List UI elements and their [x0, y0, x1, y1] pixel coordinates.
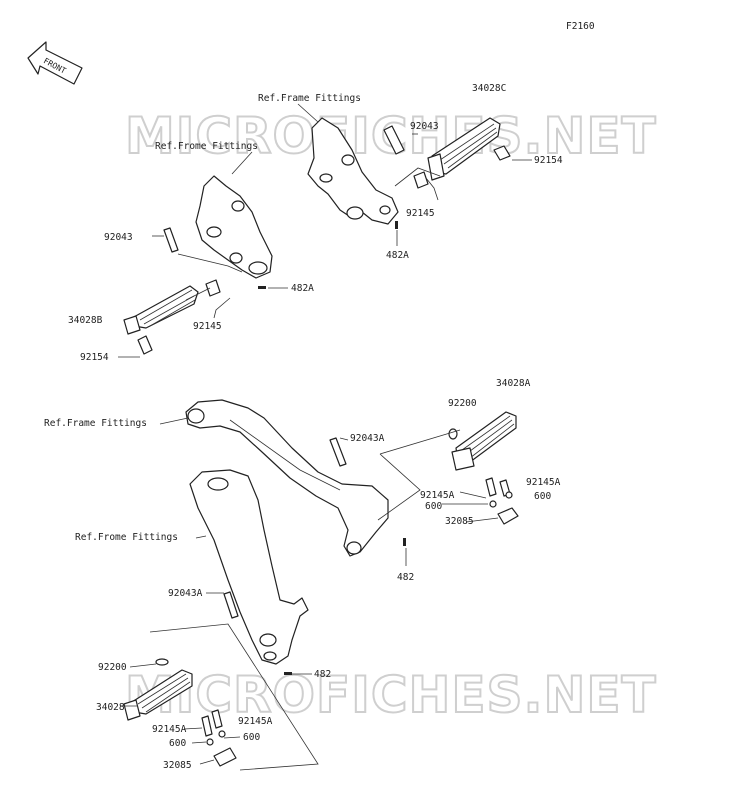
washer-92200-bottom — [155, 658, 169, 666]
label-92145A-bottom-2: 92145A — [238, 716, 273, 727]
label-92043A-right: 92043A — [350, 433, 385, 444]
label-600-right-2: 600 — [534, 491, 551, 502]
cotter-482A-top — [395, 221, 398, 229]
pin-92043-top — [383, 125, 405, 155]
ref-frome-fittings-bottom: Ref.Frome Fittings — [75, 532, 178, 543]
pin-92043A-bottom — [223, 591, 239, 619]
label-92145A-bottom-1: 92145A — [152, 724, 187, 735]
left-passenger-footpeg-34028 — [123, 669, 193, 721]
label-34028A: 34028A — [496, 378, 531, 389]
label-32085-right: 32085 — [445, 516, 474, 527]
label-92145-left: 92145 — [193, 321, 222, 332]
label-92145-top: 92145 — [406, 208, 435, 219]
label-482A-left: 482A — [291, 283, 314, 294]
right-passenger-footpeg-34028A — [451, 411, 517, 471]
plate-32085-bottom — [213, 747, 237, 767]
plate-32085-right — [497, 507, 519, 525]
label-92043-top: 92043 — [410, 121, 439, 132]
spring-92145A-right-1 — [485, 477, 497, 497]
watermark-bottom: MICROFICHES.NET — [125, 666, 657, 724]
spring-92145-left — [205, 279, 221, 297]
label-92154-top: 92154 — [534, 155, 563, 166]
label-92043-left: 92043 — [104, 232, 133, 243]
label-92043A-bottom: 92043A — [168, 588, 203, 599]
label-34028B: 34028B — [68, 315, 103, 326]
label-34028C: 34028C — [472, 83, 506, 94]
label-482-bottom: 482 — [314, 669, 331, 680]
label-92200-right: 92200 — [448, 398, 477, 409]
spring-92145-top — [413, 171, 429, 189]
ref-frame-fittings-top-right: Ref.Frame Fittings — [258, 93, 361, 104]
ref-frame-fittings-middle: Ref.Frame Fittings — [44, 418, 147, 429]
label-600-bottom-2: 600 — [243, 732, 260, 743]
ref-frome-fittings-top-left: Ref.Frome Fittings — [155, 141, 258, 152]
ball-600-bottom-2 — [218, 730, 226, 738]
pin-92043-left — [163, 227, 179, 253]
passenger-bracket-right — [185, 399, 389, 557]
label-92200-bottom: 92200 — [98, 662, 127, 673]
bolt-92154-left — [137, 335, 153, 355]
label-32085-bottom: 32085 — [163, 760, 192, 771]
spring-92145A-bottom-2 — [211, 709, 223, 729]
passenger-bracket-left — [189, 469, 309, 665]
spring-92145A-bottom-1 — [201, 715, 213, 737]
washer-92200-right — [448, 428, 458, 440]
pin-92043A-right — [329, 437, 347, 467]
label-92154-left: 92154 — [80, 352, 109, 363]
label-600-right-1: 600 — [425, 501, 442, 512]
ball-600-right-1 — [489, 500, 497, 508]
left-rider-bracket — [195, 175, 273, 279]
label-482A-top: 482A — [386, 250, 409, 261]
label-92145A-right-2: 92145A — [526, 477, 561, 488]
ball-600-bottom-1 — [206, 738, 214, 746]
label-34028: 34028 — [96, 702, 125, 713]
left-footpeg-34028B — [123, 285, 199, 335]
cotter-482A-left — [258, 286, 266, 289]
label-600-bottom-1: 600 — [169, 738, 186, 749]
label-92145A-right-1: 92145A — [420, 490, 455, 501]
right-rider-bracket — [307, 117, 399, 225]
ball-600-right-2 — [505, 491, 513, 499]
figure-code: F2160 — [566, 21, 595, 32]
front-arrow-icon: FRONT — [27, 41, 83, 85]
cotter-482-bottom — [284, 672, 292, 675]
bolt-92154-top — [493, 145, 511, 161]
cotter-482-right — [403, 538, 406, 546]
label-482-right: 482 — [397, 572, 414, 583]
